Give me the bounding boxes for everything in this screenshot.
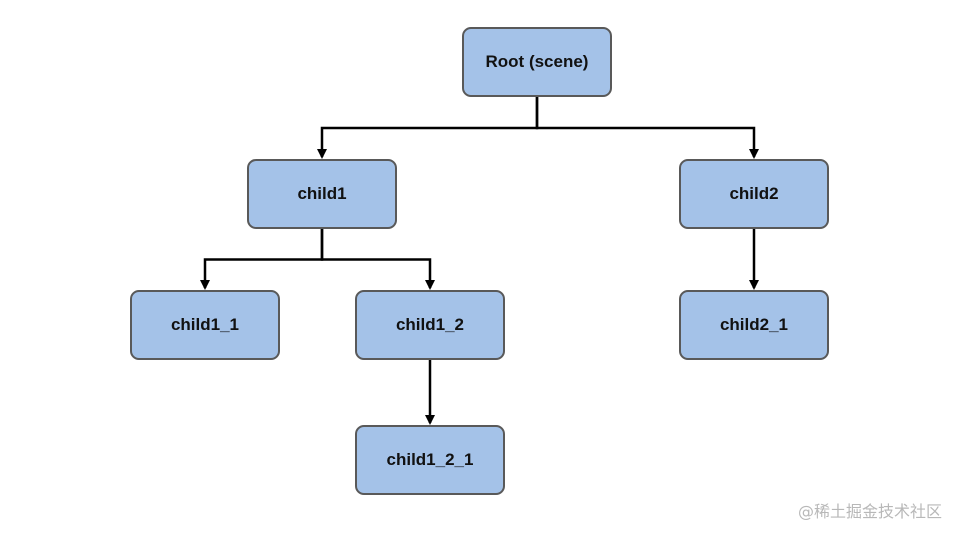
connector-root-to-child2 [535,97,759,159]
node-child1-2: child1_2 [355,290,505,360]
watermark: @稀土掘金技术社区 [797,502,942,521]
node-child2-1-label: child2_1 [719,315,789,334]
node-child1-1: child1_1 [130,290,280,360]
node-child2-1: child2_1 [679,290,829,360]
node-child1-2-1-label: child1_2_1 [386,450,474,469]
node-child1-2-label: child1_2 [395,315,465,334]
node-child1-label: child1 [297,184,347,203]
connector-child1-to-child1_1 [200,229,324,290]
node-child2-label: child2 [729,184,779,203]
node-root-scene: Root (scene) [462,27,612,97]
node-root-label: Root (scene) [485,52,589,71]
node-child1-2-1: child1_2_1 [355,425,505,495]
connector-child1-to-child1_2 [320,229,435,290]
node-child2: child2 [679,159,829,229]
node-child1-1-label: child1_1 [170,315,240,334]
node-child1: child1 [247,159,397,229]
connector-root-to-child1 [317,97,539,159]
